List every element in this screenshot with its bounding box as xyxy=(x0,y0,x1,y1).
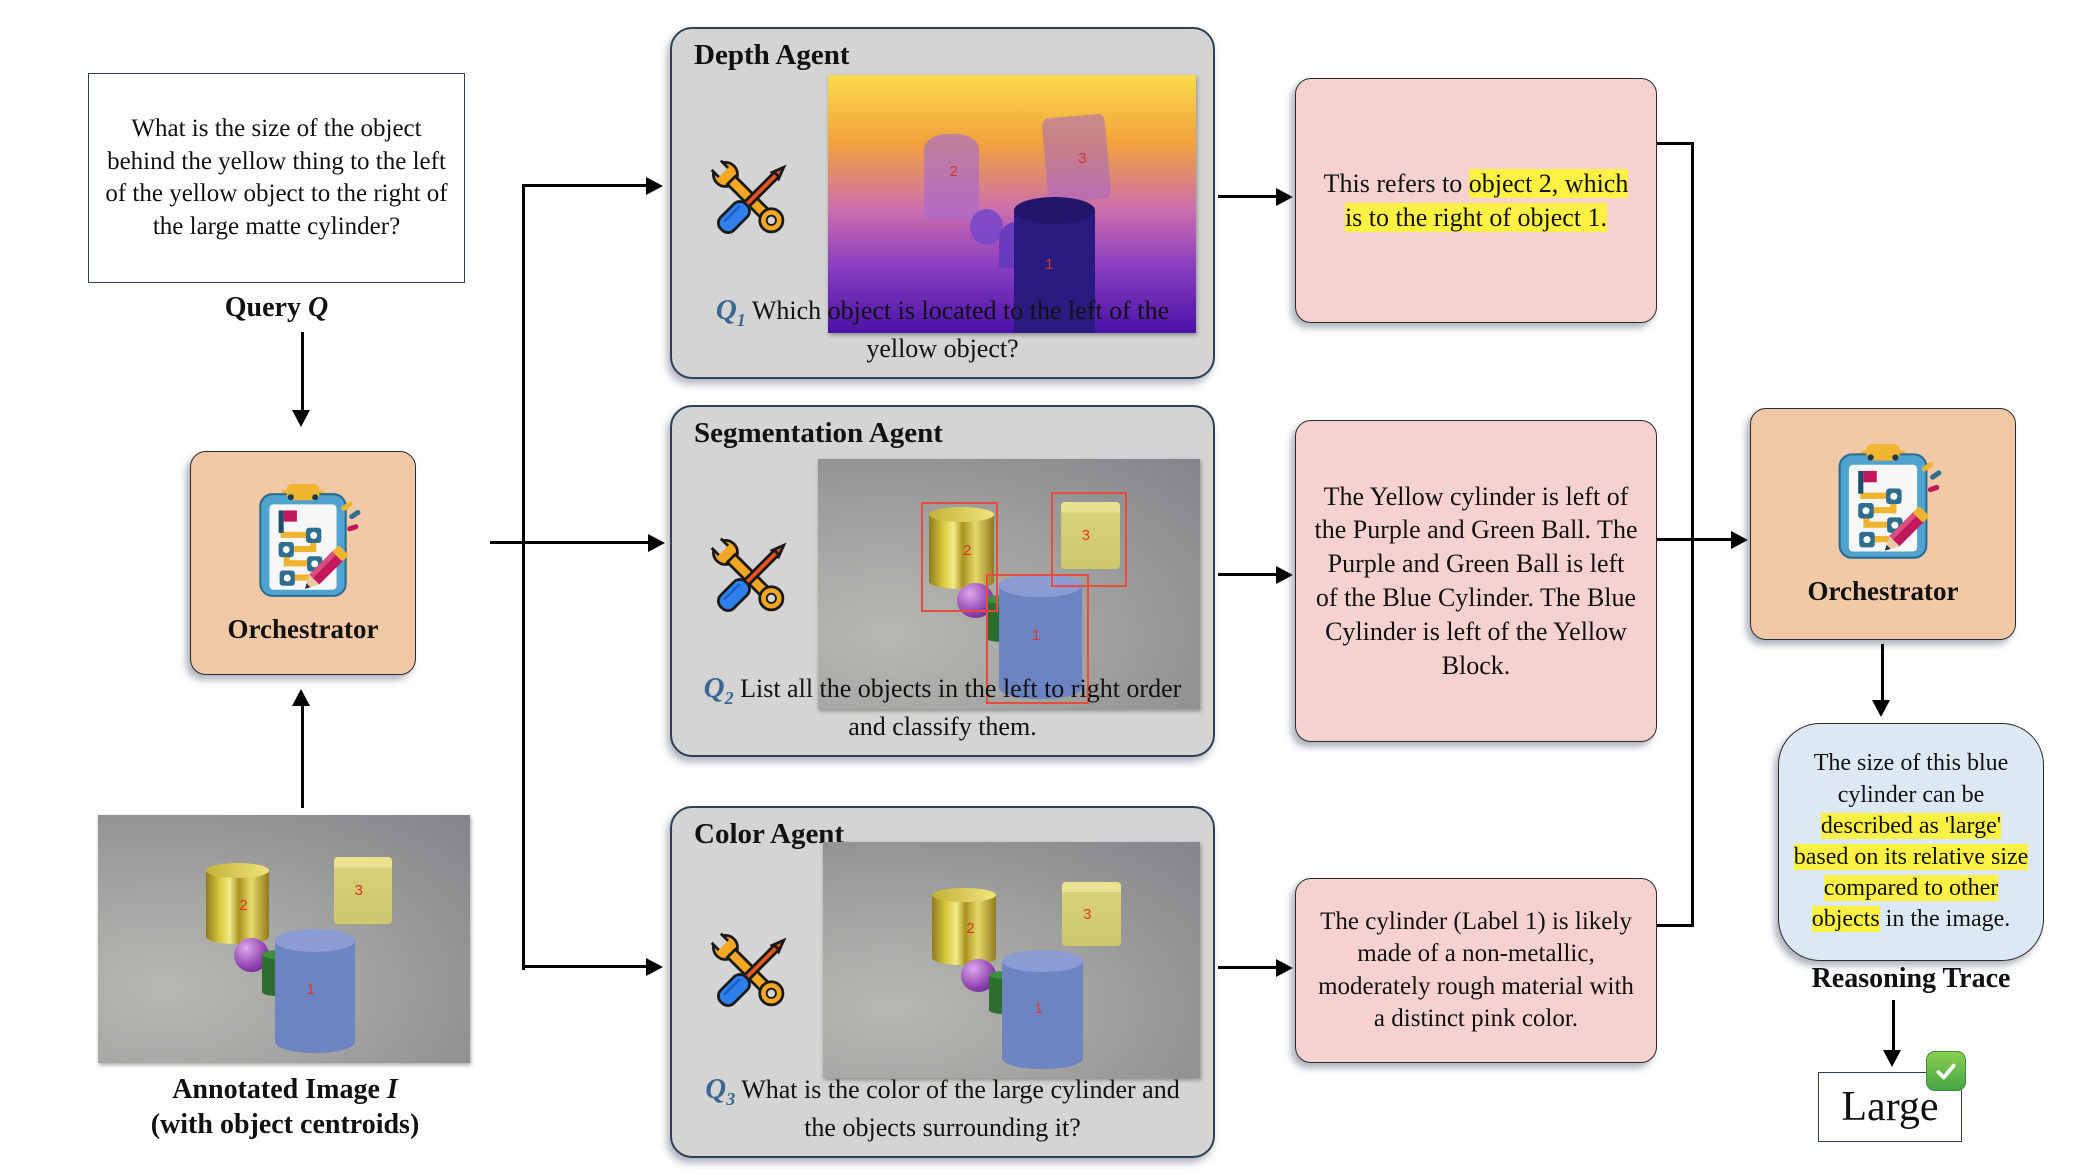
depth-to-response-arrowhead xyxy=(1276,188,1293,206)
depth-map-image: 2 3 1 xyxy=(828,75,1196,333)
reasoning-trace-box: The size of this blue cylinder can be de… xyxy=(1778,723,2044,961)
color-to-response-line xyxy=(1218,966,1278,969)
tools-icon xyxy=(700,525,802,631)
response1-out-line xyxy=(1657,142,1694,145)
depth-cube-3 xyxy=(1041,113,1112,204)
depth-agent-box: Depth Agent xyxy=(670,27,1215,379)
object-label-3: 3 xyxy=(1078,149,1087,167)
color-agent-question: Q3 What is the color of the large cylind… xyxy=(705,1072,1180,1142)
color-response-text: The cylinder (Label 1) is likely made of… xyxy=(1318,907,1634,1033)
into-orchestrator-arrowhead xyxy=(1731,531,1748,549)
depth-cylinder-1 xyxy=(1013,197,1095,333)
depth-sphere xyxy=(969,209,1003,246)
depth-to-response-line xyxy=(1218,195,1278,198)
yellow-cube xyxy=(1060,501,1120,569)
annotated-image-caption: Annotated Image I (with object centroids… xyxy=(150,1074,420,1140)
trace-to-answer-line xyxy=(1892,1000,1895,1052)
color-response-box: The cylinder (Label 1) is likely made of… xyxy=(1295,878,1657,1063)
image-to-orchestrator-line xyxy=(301,706,304,808)
depth-response-box: This refers to object 2, which is to the… xyxy=(1295,78,1657,323)
reasoning-trace-caption: Reasoning Trace xyxy=(1811,963,2011,994)
depth-agent-question: Q1 Which object is located to the left o… xyxy=(715,293,1170,363)
query-text: What is the size of the object behind th… xyxy=(105,115,448,240)
depth-agent-title: Depth Agent xyxy=(694,39,850,71)
q3-tag: Q3 xyxy=(705,1072,736,1109)
object-label-1: 1 xyxy=(1031,626,1041,644)
object-label-3: 3 xyxy=(1083,905,1092,923)
yellow-cylinder xyxy=(205,862,270,944)
query-caption: Query Q xyxy=(224,292,329,323)
object-label-2: 2 xyxy=(963,541,972,559)
query-variable: Q xyxy=(307,292,329,323)
branch-color-arrowhead xyxy=(646,958,663,976)
blue-cylinder xyxy=(999,573,1082,699)
blue-cylinder xyxy=(274,928,355,1054)
check-mark-icon xyxy=(1926,1051,1966,1091)
annotated-image: 2 3 1 xyxy=(98,815,470,1063)
answer-text: Large xyxy=(1841,1084,1939,1130)
object-label-1: 1 xyxy=(306,981,315,999)
orchestrator-right-box: Orchestrator xyxy=(1750,408,2016,640)
segmentation-agent-question: Q2 List all the objects in the left to r… xyxy=(703,671,1182,741)
yellow-cylinder xyxy=(932,887,997,965)
orchestrator-right-label: Orchestrator xyxy=(1807,575,1959,606)
q1-tag: Q1 xyxy=(715,293,746,330)
depth-response-text: This refers to object 2, which is to the… xyxy=(1323,168,1629,232)
orchestrator-to-trace-arrowhead xyxy=(1872,700,1890,717)
object-label-1: 1 xyxy=(1034,1000,1043,1018)
tools-icon xyxy=(700,147,802,253)
color-to-response-arrowhead xyxy=(1276,959,1293,977)
bounding-box-2 xyxy=(921,501,998,612)
seg-to-response-line xyxy=(1218,573,1278,576)
reasoning-trace-text: The size of this blue cylinder can be de… xyxy=(1793,750,2029,933)
branch-depth-line xyxy=(522,184,648,187)
seg-to-response-arrowhead xyxy=(1276,566,1293,584)
orchestrator-out-line xyxy=(490,541,650,544)
fanout-trunk-line xyxy=(522,184,525,970)
response3-out-line xyxy=(1657,924,1694,927)
segmentation-response-text: The Yellow cylinder is left of the Purpl… xyxy=(1314,481,1638,680)
object-label-3: 3 xyxy=(1081,526,1090,544)
clipboard-icon xyxy=(1820,442,1946,566)
branch-depth-arrowhead xyxy=(646,177,663,195)
q2-tag: Q2 xyxy=(703,671,734,708)
segmentation-agent-title: Segmentation Agent xyxy=(694,417,943,449)
blue-cylinder xyxy=(1002,950,1084,1069)
color-agent-box: Color Agent xyxy=(670,806,1215,1158)
object-label-2: 2 xyxy=(949,162,958,180)
image-variable: I xyxy=(386,1074,398,1105)
yellow-cylinder xyxy=(928,507,994,589)
yellow-cube xyxy=(334,857,392,925)
query-to-orchestrator-line xyxy=(301,332,304,412)
segmentation-image: 2 3 1 xyxy=(818,459,1200,709)
query-box: What is the size of the object behind th… xyxy=(88,73,465,283)
orchestrator-left-label: Orchestrator xyxy=(227,613,379,644)
trace-to-answer-arrowhead xyxy=(1883,1050,1901,1067)
merge-trunk-line xyxy=(1691,142,1694,927)
color-agent-title: Color Agent xyxy=(694,818,845,850)
segmentation-response-box: The Yellow cylinder is left of the Purpl… xyxy=(1295,420,1657,742)
object-label-2: 2 xyxy=(239,896,248,914)
bounding-box-1 xyxy=(986,574,1090,704)
segmentation-agent-box: Segmentation Agent xyxy=(670,405,1215,757)
color-image: 2 3 1 xyxy=(823,842,1200,1078)
orchestrator-left-box: Orchestrator xyxy=(190,451,416,675)
object-label-1: 1 xyxy=(1045,255,1054,273)
orchestrator-to-trace-line xyxy=(1881,644,1884,702)
bounding-box-3 xyxy=(1051,491,1128,587)
tools-icon xyxy=(700,920,802,1026)
clipboard-icon xyxy=(241,482,365,604)
depth-cylinder-2 xyxy=(923,134,979,220)
yellow-cube xyxy=(1062,882,1121,946)
image-to-orchestrator-arrowhead xyxy=(292,689,310,706)
into-orchestrator-line xyxy=(1657,538,1733,541)
branch-color-line xyxy=(522,965,648,968)
object-label-3: 3 xyxy=(354,881,364,899)
object-label-2: 2 xyxy=(966,919,975,937)
query-to-orchestrator-arrowhead xyxy=(292,410,310,427)
branch-seg-arrowhead xyxy=(648,534,665,552)
